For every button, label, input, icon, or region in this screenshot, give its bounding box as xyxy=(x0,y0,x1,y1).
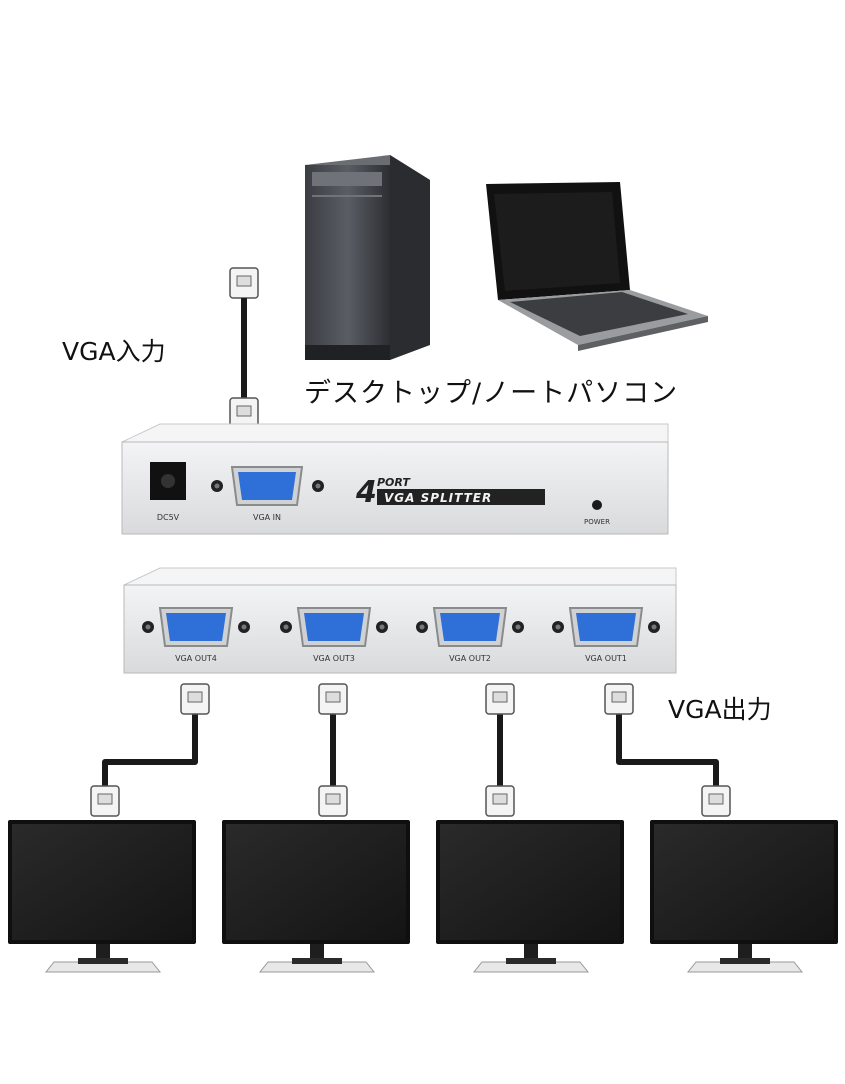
vga-out-port-1 xyxy=(552,607,660,647)
vga-out-port-4 xyxy=(142,607,250,647)
dc-power-jack xyxy=(150,462,186,500)
vga-in-label: VGA IN xyxy=(253,513,281,522)
vga-connector xyxy=(318,785,348,817)
vga-connector xyxy=(604,683,634,715)
vga-connector xyxy=(701,785,731,817)
vga-connector xyxy=(90,785,120,817)
vga-output-cable xyxy=(485,683,515,817)
vga-connector xyxy=(318,683,348,715)
vga-output-cable xyxy=(604,683,731,817)
monitor-icon xyxy=(222,820,410,973)
vga-output-cable xyxy=(318,683,348,817)
power-led xyxy=(592,500,602,510)
vga-in-port xyxy=(211,466,324,506)
source-devices-label: デスクトップ/ノートパソコン xyxy=(304,378,679,409)
desktop-tower-icon xyxy=(305,155,430,360)
splitter-back-panel: VGA OUT4 VGA OUT3 VGA OUT2 VGA OUT1 xyxy=(123,567,677,674)
splitter-front-panel: DC5V VGA IN 4 PORT VGA SPLITTER POWER xyxy=(121,423,669,535)
vga-out-port-3 xyxy=(280,607,388,647)
dc5v-label: DC5V xyxy=(157,513,180,522)
vga-output-label: VGA出力 xyxy=(668,695,772,724)
power-label: POWER xyxy=(584,518,610,526)
vga-input-label: VGA入力 xyxy=(62,337,166,366)
vga-connector xyxy=(485,683,515,715)
vga-out-label: VGA OUT3 xyxy=(313,654,355,663)
vga-out-label: VGA OUT1 xyxy=(585,654,627,663)
vga-connector xyxy=(180,683,210,715)
vga-input-cable xyxy=(229,267,259,429)
splitter-logo: 4 PORT VGA SPLITTER xyxy=(355,475,545,510)
vga-connector xyxy=(485,785,515,817)
logo-product: VGA SPLITTER xyxy=(384,491,492,505)
vga-out-label: VGA OUT2 xyxy=(449,654,491,663)
monitor-icon xyxy=(436,820,624,973)
monitor-icon xyxy=(8,820,196,973)
laptop-icon xyxy=(486,182,708,351)
vga-output-cable xyxy=(90,683,210,817)
logo-port: PORT xyxy=(377,476,411,489)
logo-number: 4 xyxy=(355,475,377,510)
vga-out-port-2 xyxy=(416,607,524,647)
monitor-icon xyxy=(650,820,838,973)
vga-out-label: VGA OUT4 xyxy=(175,654,217,663)
